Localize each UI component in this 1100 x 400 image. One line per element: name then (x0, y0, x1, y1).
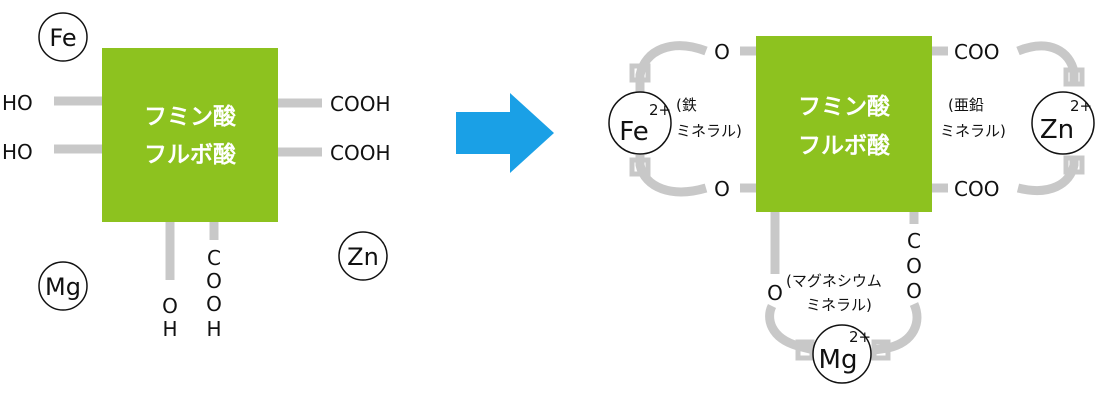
after-bottom-o: O (767, 281, 783, 305)
after-o-lower: O (714, 177, 730, 201)
ion-mg: Mg 2+ (812, 324, 872, 384)
group-ho-lower: HO (2, 140, 33, 164)
ion-fe-note-line1: (鉄 (676, 96, 697, 114)
after-o-upper: O (714, 40, 730, 64)
zn-joint-upper (1063, 67, 1085, 87)
after-bottom-coo-o2: O (906, 279, 922, 303)
zn-joint-lower (1063, 155, 1085, 175)
after-panel: フミン酸 フルボ酸 O O COO COO O C O O Fe 2+ (鉄 ミ… (608, 36, 1095, 384)
ion-fe-circle (608, 91, 672, 155)
after-coo-lower: COO (954, 177, 999, 201)
ion-mg-note-line1: (マグネシウム (786, 272, 882, 290)
mg-joint-right (871, 339, 891, 361)
chelate-joints (629, 63, 1085, 361)
mg-joint-left (795, 339, 815, 361)
box-label-chelated-line2: フルボ酸 (798, 133, 891, 159)
group-cooh-h: H (206, 317, 221, 341)
reaction-arrow (456, 93, 554, 173)
ion-mg-note-line2: ミネラル) (806, 296, 872, 314)
zn-chelate-lower (1016, 156, 1079, 196)
chelate-bonds (635, 41, 1079, 355)
group-ho-upper: HO (2, 91, 33, 115)
ion-mg-circle (812, 324, 872, 384)
group-cooh-upper: COOH (330, 92, 391, 116)
ion-fe: Fe 2+ (608, 91, 672, 155)
ion-fe-symbol: Fe (619, 117, 649, 147)
element-zn-circle (338, 231, 388, 281)
fe-joint-lower (629, 157, 651, 177)
acid-box (102, 48, 278, 222)
element-fe-label: Fe (49, 24, 76, 52)
box-label-line1: フミン酸 (144, 104, 237, 130)
fe-chelate-lower (635, 155, 708, 197)
box-label-chelated-line1: フミン酸 (798, 94, 891, 120)
element-zn-label: Zn (347, 243, 379, 271)
ion-mg-charge: 2+ (849, 328, 871, 346)
fe-joint-upper (629, 63, 651, 83)
after-coo-upper: COO (954, 40, 999, 64)
ion-zn-note-line2: ミネラル) (940, 122, 1006, 140)
ion-zn-charge: 2+ (1070, 97, 1092, 115)
group-oh-h: H (162, 317, 177, 341)
ion-fe-note-line2: ミネラル) (676, 122, 742, 140)
acid-box-chelated (756, 36, 932, 212)
group-cooh-lower: COOH (330, 141, 391, 165)
element-zn: Zn (338, 231, 388, 281)
box-label-line2: フルボ酸 (144, 142, 237, 168)
ion-zn: Zn 2+ (1031, 91, 1095, 155)
element-mg-label: Mg (45, 273, 81, 301)
after-bottom-coo-o1: O (906, 254, 922, 278)
group-oh-o: O (162, 294, 178, 318)
before-bonds (54, 96, 322, 280)
ion-zn-note-line1: (亜鉛 (948, 96, 984, 114)
element-mg: Mg (38, 261, 88, 311)
ion-mg-symbol: Mg (819, 345, 858, 375)
group-cooh-o1: O (206, 269, 222, 293)
fe-chelate-upper (635, 41, 708, 92)
group-cooh-c: C (207, 246, 221, 270)
element-fe: Fe (38, 12, 88, 62)
element-mg-circle (38, 261, 88, 311)
element-fe-circle (38, 12, 88, 62)
after-bonds (740, 46, 948, 274)
ion-fe-charge: 2+ (649, 101, 671, 119)
ion-zn-symbol: Zn (1040, 115, 1074, 145)
after-bottom-coo-c: C (907, 229, 921, 253)
group-cooh-o2: O (206, 292, 222, 316)
before-panel: フミン酸 フルボ酸 HO HO COOH COOH O H C O O H Fe… (2, 12, 391, 341)
ion-zn-circle (1031, 91, 1095, 155)
